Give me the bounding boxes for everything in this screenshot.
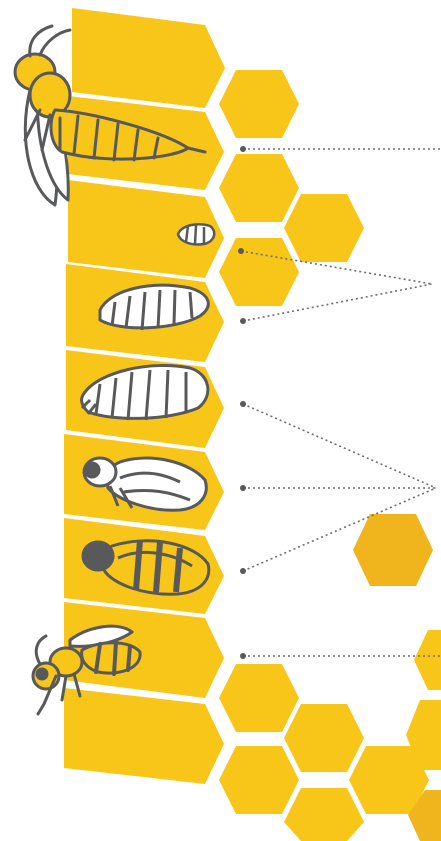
- bee-eye: [37, 669, 47, 679]
- young-larva-icon: [178, 224, 214, 244]
- leader-dot: [240, 568, 246, 574]
- leader-line-prepupa: [243, 404, 436, 488]
- bee-antenna: [36, 636, 46, 664]
- leader-dot: [240, 318, 246, 324]
- leader-dot: [240, 485, 246, 491]
- hex-cell: [284, 194, 364, 262]
- hex-cell: [219, 70, 299, 138]
- leader-dot: [240, 653, 246, 659]
- leader-dot: [240, 146, 246, 152]
- developing-bee-head: [83, 542, 113, 570]
- hex-cell: [284, 704, 364, 772]
- hex-cell: [219, 664, 299, 732]
- leader-dots: [238, 146, 246, 659]
- hex-cell: [353, 514, 433, 586]
- hex-cells: [219, 70, 441, 841]
- hex-cell: [219, 238, 299, 306]
- bee-antenna: [30, 26, 70, 56]
- comb-cell-1: [72, 8, 225, 108]
- leader-dot: [240, 401, 246, 407]
- hex-cell: [219, 746, 299, 814]
- hex-cell: [414, 630, 441, 690]
- leader-dot: [238, 248, 244, 254]
- pupa-eye: [85, 463, 99, 477]
- comb-cell-9: [64, 688, 224, 784]
- hex-cell: [284, 788, 364, 841]
- hex-cell: [219, 154, 299, 222]
